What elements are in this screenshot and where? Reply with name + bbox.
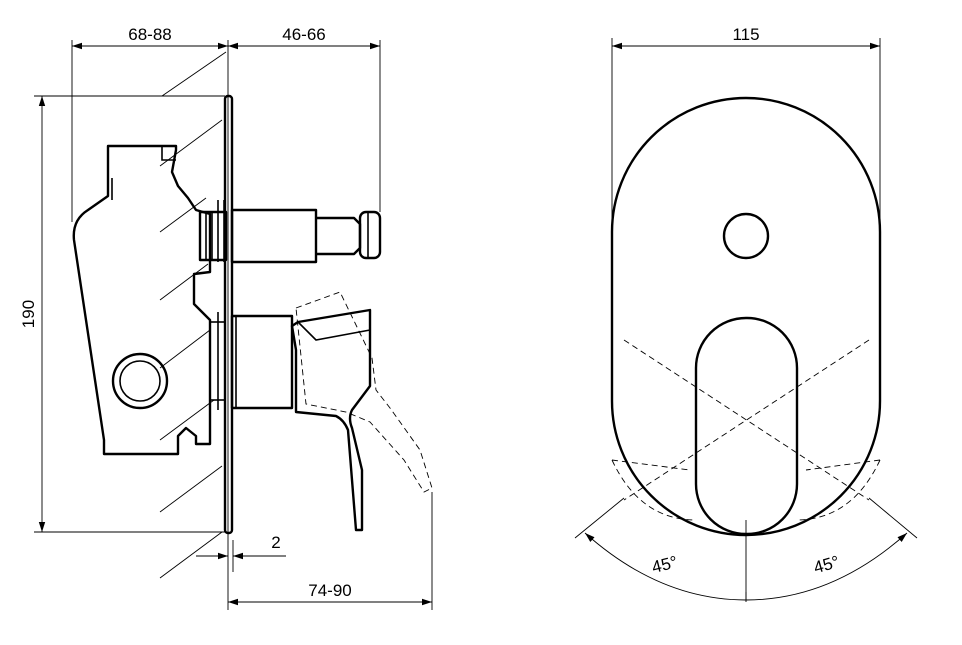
dim-depth-body: 68-88 [128, 25, 171, 44]
lever-rotation-paths [611, 339, 881, 521]
wall-plate [223, 94, 234, 535]
lever-handle [290, 308, 372, 532]
dim-lever-reach: 74-90 [308, 581, 351, 600]
dimension-lines [34, 38, 881, 610]
valve-body-inlet [107, 146, 176, 200]
outlet-port-outer [111, 352, 169, 410]
front-view [574, 96, 918, 602]
lever-rotated [295, 291, 433, 493]
mixer-lever-front [694, 316, 799, 536]
outlet-port-inner [119, 360, 161, 402]
dim-width: 115 [732, 25, 759, 44]
dim-plate: 2 [271, 533, 280, 552]
diverter-knob [722, 212, 770, 260]
side-view [72, 51, 433, 579]
cover-plate [610, 96, 882, 537]
dim-height: 190 [19, 300, 38, 328]
diverter-stem [198, 208, 382, 264]
dim-angle-right: 45° [812, 552, 842, 577]
cartridge-cover [230, 314, 294, 410]
dim-depth-cover: 46-66 [282, 25, 325, 44]
valve-body [72, 144, 212, 456]
dim-angle-left: 45° [650, 552, 680, 577]
wall-hatching [159, 51, 227, 579]
